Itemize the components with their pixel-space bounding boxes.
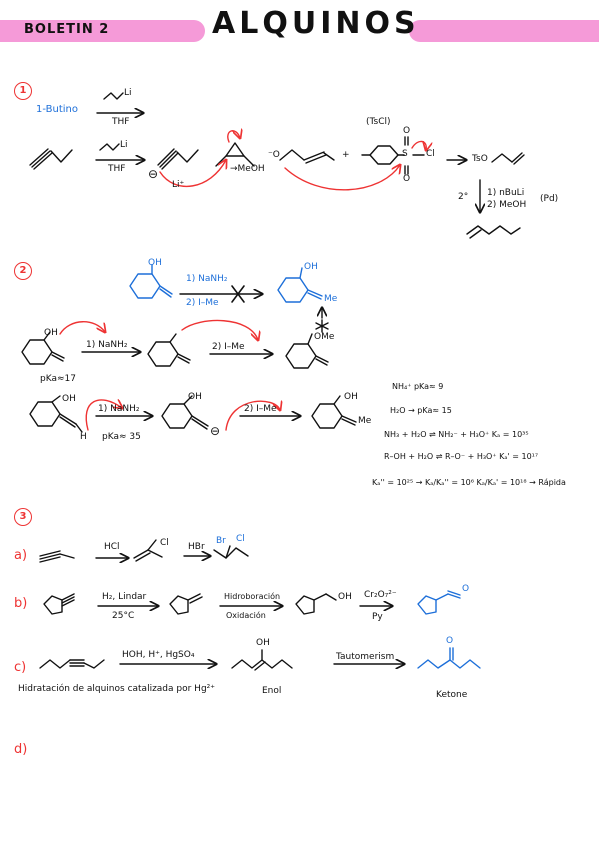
row3-step1: 1) NaNH₂	[98, 404, 140, 414]
a-cl-2: Cl	[236, 534, 245, 544]
epoxide-cond: →MeOH	[230, 164, 265, 174]
section2-drawings	[21, 264, 357, 433]
tscl-label: (TsCl)	[366, 117, 391, 127]
row2-step1: 1) NaNH₂	[86, 340, 128, 350]
oh-row3: OH	[62, 394, 76, 404]
b-reagent-top: H₂, Lindar	[102, 592, 147, 602]
r1-step1: 1) NaNH₂	[186, 274, 228, 284]
step-meoh: 2) MeOH	[487, 200, 527, 210]
a-hbr: HBr	[188, 542, 205, 552]
item-d-label: d)	[14, 742, 28, 757]
a-br: Br	[216, 536, 226, 546]
me-row3: Me	[358, 416, 372, 426]
plus-sign: +	[342, 150, 350, 160]
item-a-label: a)	[14, 548, 28, 563]
oh-prod: OH	[304, 262, 318, 272]
row3-step2: 2) I–Me	[244, 404, 277, 414]
note-5: Kₐ'' = 10²⁵ → Kₐ/Kₐ'' = 10⁶ Kₐ/Kₐ' = 10¹…	[372, 478, 566, 487]
b-hydro-bot: Oxidación	[226, 611, 266, 620]
a-cl: Cl	[160, 538, 169, 548]
b-cr: Cr₂O₇²⁻	[364, 590, 397, 600]
b-o: O	[462, 584, 470, 594]
sulfur-label: S	[402, 149, 408, 159]
oh-row3c: OH	[344, 392, 358, 402]
anion-sign: ⊖	[148, 167, 159, 181]
arrow2-reagent: THF	[108, 164, 126, 174]
pd-label: (Pd)	[540, 194, 559, 204]
alkoxide-o: ⁻O	[268, 150, 280, 160]
a-hcl: HCl	[104, 542, 120, 552]
c-o: O	[446, 636, 454, 646]
acetylide-minus: ⊖	[210, 424, 221, 438]
sulfonyl-o-bot: O	[403, 174, 411, 184]
b-hydro-top: Hidroboración	[224, 592, 281, 601]
c-oh: OH	[256, 638, 270, 648]
section3-drawings	[39, 539, 481, 671]
section-2-number: 2	[14, 262, 32, 280]
butino-label: 1-Butino	[36, 104, 78, 115]
section-1-number: 1	[14, 82, 32, 100]
note-2: H₂O → pKa≈ 15	[390, 406, 452, 415]
page-title: ALQUINOS	[212, 6, 420, 41]
step-nbuli: 1) nBuLi	[487, 188, 525, 198]
oh-top: OH	[148, 258, 162, 268]
li-plus: Li⁺	[172, 180, 185, 190]
item-c-label: c)	[14, 660, 27, 675]
c-taut: Tautomerism	[336, 652, 395, 662]
header-banner-left	[0, 20, 205, 42]
c-caption: Hidratación de alquinos catalizada por H…	[18, 684, 216, 694]
note-1: NH₄⁺ pKa≈ 9	[392, 382, 444, 391]
me-label: Me	[324, 294, 338, 304]
h-label: H	[80, 432, 87, 442]
li-label: Li	[124, 88, 132, 98]
li-label-2: Li	[120, 140, 128, 150]
b-reagent-bot: 25°C	[112, 611, 135, 621]
row2-step2: 2) I–Me	[212, 342, 245, 352]
b-oh: OH	[338, 592, 352, 602]
c-enol: Enol	[262, 686, 282, 696]
boletin-label: BOLETIN 2	[24, 22, 110, 37]
oh-row2: OH	[44, 328, 58, 338]
tso-label: TsO	[472, 154, 488, 164]
oh-row3b: OH	[188, 392, 202, 402]
item-b-label: b)	[14, 596, 28, 611]
note-4: R–OH + H₂O ⇌ R–O⁻ + H₃O⁺ Kₐ' = 10¹⁷	[384, 452, 539, 461]
arrow-mark: 2°	[458, 192, 469, 202]
section-3-number: 3	[14, 508, 32, 526]
r1-step2: 2) I–Me	[186, 298, 219, 308]
note-3: NH₃ + H₂O ⇌ NH₂⁻ + H₃O⁺ Kₐ = 10³⁵	[384, 430, 529, 439]
sulfonyl-o-top: O	[403, 126, 411, 136]
section1-drawings	[29, 92, 525, 239]
pka17: pKa≈17	[40, 374, 76, 384]
c-reagents: HOH, H⁺, HgSO₄	[122, 650, 195, 660]
pka35: pKa≈ 35	[102, 432, 141, 442]
ome-label: OMe	[314, 332, 335, 342]
header-banner-right	[409, 20, 599, 42]
b-py: Py	[372, 612, 383, 622]
c-ketone: Ketone	[436, 690, 468, 700]
cl-label: Cl	[426, 149, 435, 159]
arrow1-reagent: THF	[112, 117, 130, 127]
